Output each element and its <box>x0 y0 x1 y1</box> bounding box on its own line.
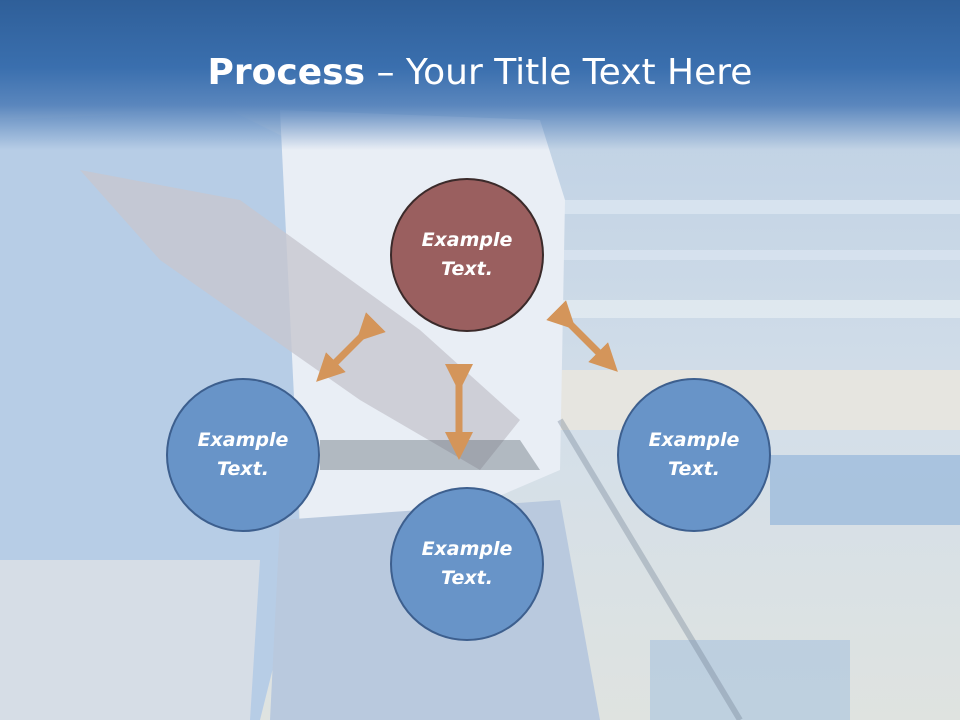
node-right: Example Text. <box>617 378 771 532</box>
node-center: Example Text. <box>390 178 544 332</box>
title-rest: – Your Title Text Here <box>365 52 753 93</box>
node-left: Example Text. <box>166 378 320 532</box>
node-center-line2: Text. <box>441 258 493 280</box>
node-right-line1: Example <box>648 429 740 451</box>
node-bottom: Example Text. <box>390 487 544 641</box>
node-right-line2: Text. <box>668 458 720 480</box>
title-bar <box>0 0 960 150</box>
node-left-line2: Text. <box>217 458 269 480</box>
node-center-line1: Example <box>421 229 513 251</box>
node-left-line1: Example <box>197 429 289 451</box>
page-title: Process – Your Title Text Here <box>0 52 960 93</box>
node-bottom-line1: Example <box>421 538 513 560</box>
title-bold: Process <box>207 52 366 93</box>
node-bottom-line2: Text. <box>441 567 493 589</box>
